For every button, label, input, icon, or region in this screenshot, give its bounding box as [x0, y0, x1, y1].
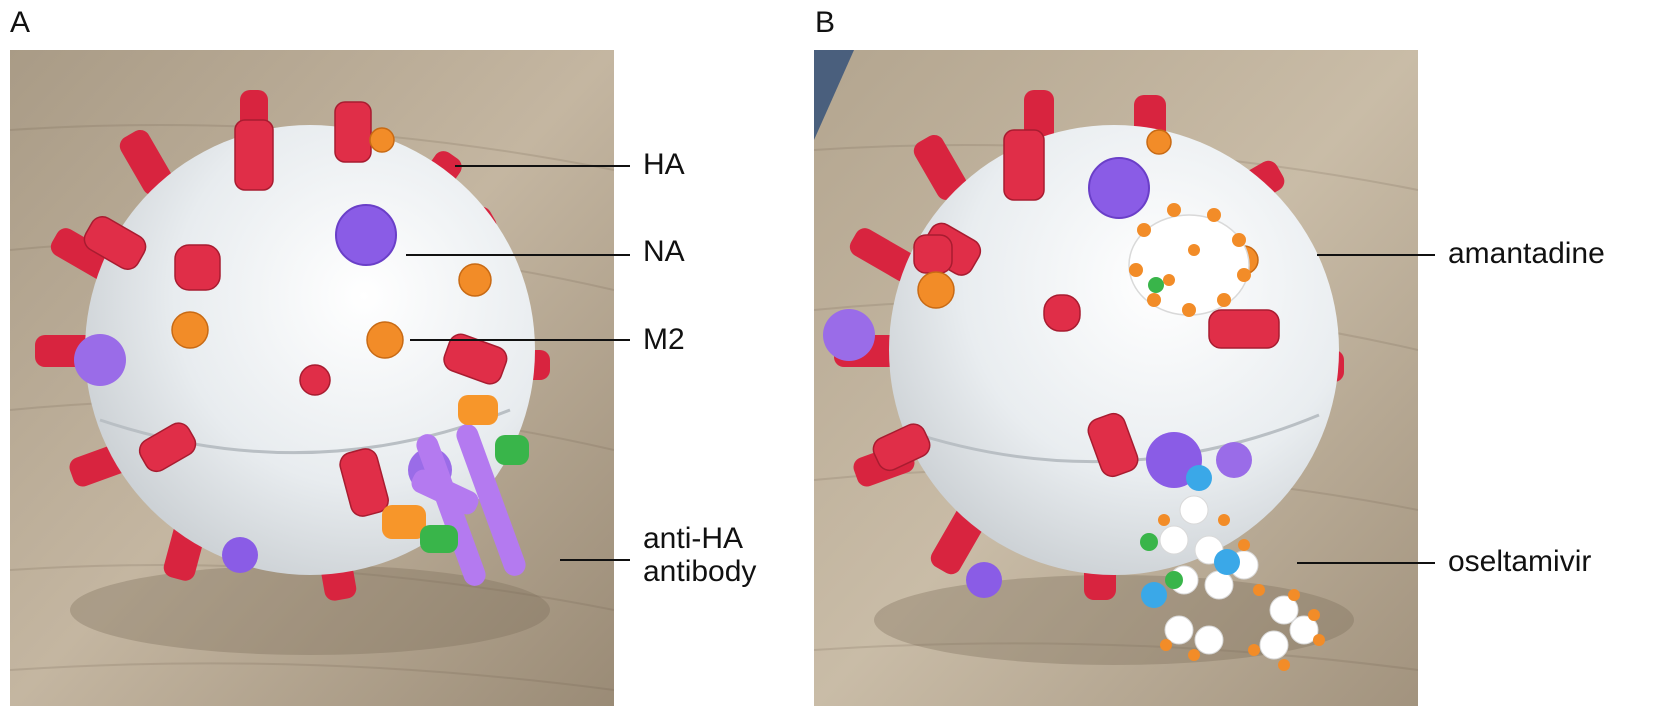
label-ha: HA: [643, 148, 685, 181]
amantadine-model: [1128, 203, 1251, 317]
antibody-model: [382, 395, 529, 586]
label-antibody-line1: anti-HA: [643, 522, 744, 555]
label-oseltamivir: oseltamivir: [1448, 545, 1592, 578]
label-anti-ha-antibody: anti-HA antibody: [643, 522, 756, 588]
virus-model-photo-b: [814, 50, 1418, 706]
virus-model-illustration-a: [10, 50, 614, 706]
virus-model-photo-a: [10, 50, 614, 706]
oseltamivir-model: [1140, 465, 1325, 671]
panel-letter-a: A: [10, 6, 31, 39]
label-antibody-line2: antibody: [643, 555, 757, 588]
virus-model-illustration-b: [814, 50, 1418, 706]
panel-letter-b: B: [815, 6, 836, 39]
label-na: NA: [643, 235, 685, 268]
label-m2: M2: [643, 323, 685, 356]
label-amantadine: amantadine: [1448, 237, 1605, 270]
